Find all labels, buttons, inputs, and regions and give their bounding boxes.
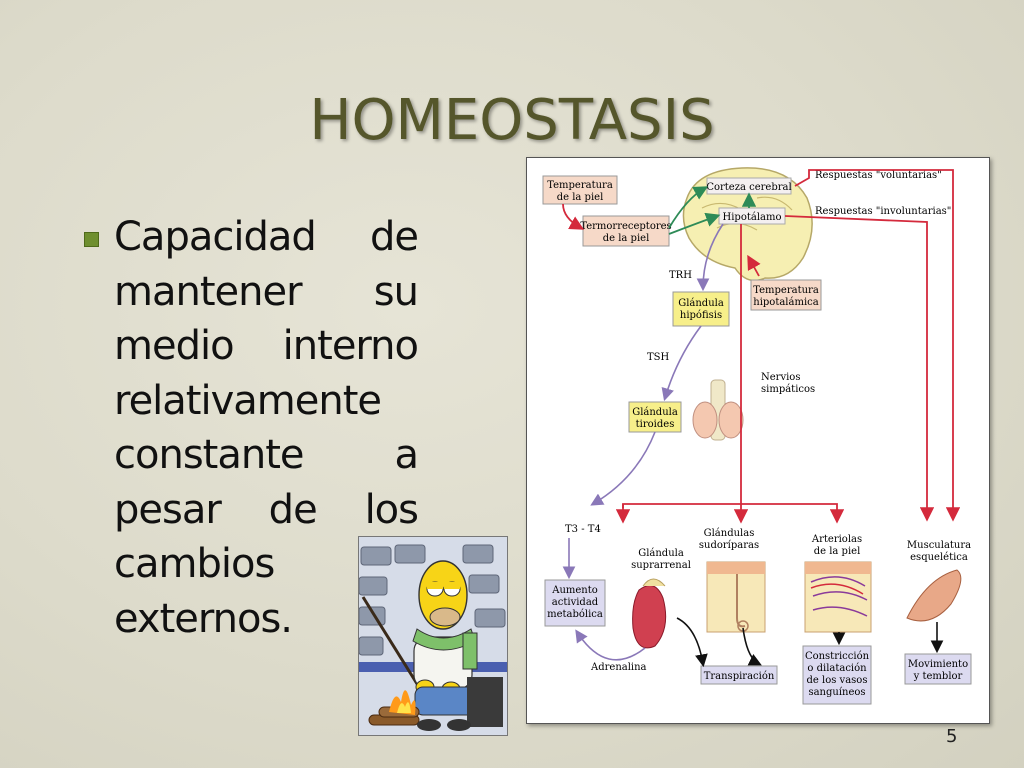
hypothalamus-label: Hipotálamo xyxy=(723,212,782,223)
metabolic-box xyxy=(544,579,606,627)
diagram-svg: Temperatura de la piel Termorreceptores … xyxy=(542,167,972,705)
vessels-label-3: de los vasos xyxy=(807,675,868,686)
muscles-label-1: Musculatura xyxy=(907,540,971,551)
green-arrows xyxy=(668,186,757,235)
trh-label: TRH xyxy=(669,270,692,281)
vessels-label-2: o dilatación xyxy=(807,663,867,674)
adrenaline-label: Adrenalina xyxy=(590,662,647,673)
pituitary-label-2: hipófisis xyxy=(680,310,722,321)
muscles-label-2: esquelética xyxy=(910,552,968,563)
thyroid-box xyxy=(628,401,682,433)
sympathetic-label-1: Nervios xyxy=(761,372,800,383)
thyroid-illustration xyxy=(692,379,744,441)
thyroid-label-1: Glándula xyxy=(632,407,678,418)
movement-label-1: Movimiento xyxy=(908,659,968,670)
perspiration-label: Transpiración xyxy=(704,671,775,682)
arterioles-label-2: de la piel xyxy=(814,546,861,557)
thermoregulation-diagram: Temperatura de la piel Termorreceptores … xyxy=(526,157,990,724)
voluntary-label: Respuestas "voluntarias" xyxy=(815,170,942,181)
movement-box xyxy=(904,653,972,685)
bullet-text: Capacidad de mantener su medio interno r… xyxy=(114,214,419,642)
sweat-glands-label-2: sudoríparas xyxy=(699,540,759,551)
thermoreceptors-label-2: de la piel xyxy=(603,233,650,244)
thermoreceptors-box xyxy=(582,215,670,247)
adrenal-gland-illustration xyxy=(632,578,667,649)
cortex-label: Corteza cerebral xyxy=(706,182,791,193)
square-bullet-icon xyxy=(84,232,99,247)
perspiration-box xyxy=(700,665,778,685)
hypo-temp-box xyxy=(750,279,822,311)
sweat-glands-label-1: Glándulas xyxy=(704,528,755,539)
cartoon-illustration xyxy=(358,536,508,736)
cartoon-svg xyxy=(359,537,507,735)
vessels-box xyxy=(802,645,872,705)
sweat-gland-skin-illustration xyxy=(706,561,766,633)
movement-label-2: y temblor xyxy=(913,671,963,682)
skin-temp-label-2: de la piel xyxy=(557,192,604,203)
t3t4-label: T3 - T4 xyxy=(565,524,601,535)
hypo-temp-label-1: Temperatura xyxy=(753,285,819,296)
metabolic-label-2: actividad xyxy=(552,597,599,608)
involuntary-label: Respuestas "involuntarias" xyxy=(815,206,951,217)
vessels-label-1: Constricción xyxy=(805,651,870,662)
skin-temp-label-1: Temperatura xyxy=(547,180,613,191)
thermoreceptors-label-1: Termorreceptores xyxy=(580,221,671,232)
black-arrows xyxy=(676,617,944,668)
pituitary-box xyxy=(672,291,730,327)
skin-temp-box xyxy=(542,175,618,205)
muscle-illustration xyxy=(906,569,962,622)
purple-arrows xyxy=(562,223,724,661)
tsh-label: TSH xyxy=(647,352,670,363)
arterioles-label-1: Arteriolas xyxy=(811,534,862,545)
vessels-label-4: sanguíneos xyxy=(808,687,865,698)
page-number: 5 xyxy=(946,726,958,747)
sympathetic-label-2: simpáticos xyxy=(761,384,815,395)
pituitary-label-1: Glándula xyxy=(678,298,724,309)
metabolic-label-1: Aumento xyxy=(551,585,598,596)
slide-title: HOMEOSTASIS xyxy=(309,88,715,153)
adrenal-label-2: suprarrenal xyxy=(631,560,691,571)
thyroid-label-2: tiroides xyxy=(636,419,675,430)
metabolic-label-3: metabólica xyxy=(547,609,603,620)
hypo-temp-label-2: hipotalámica xyxy=(753,297,818,308)
red-arrows xyxy=(562,169,961,524)
adrenal-label-1: Glándula xyxy=(638,548,684,559)
arteriole-skin-illustration xyxy=(804,561,872,633)
